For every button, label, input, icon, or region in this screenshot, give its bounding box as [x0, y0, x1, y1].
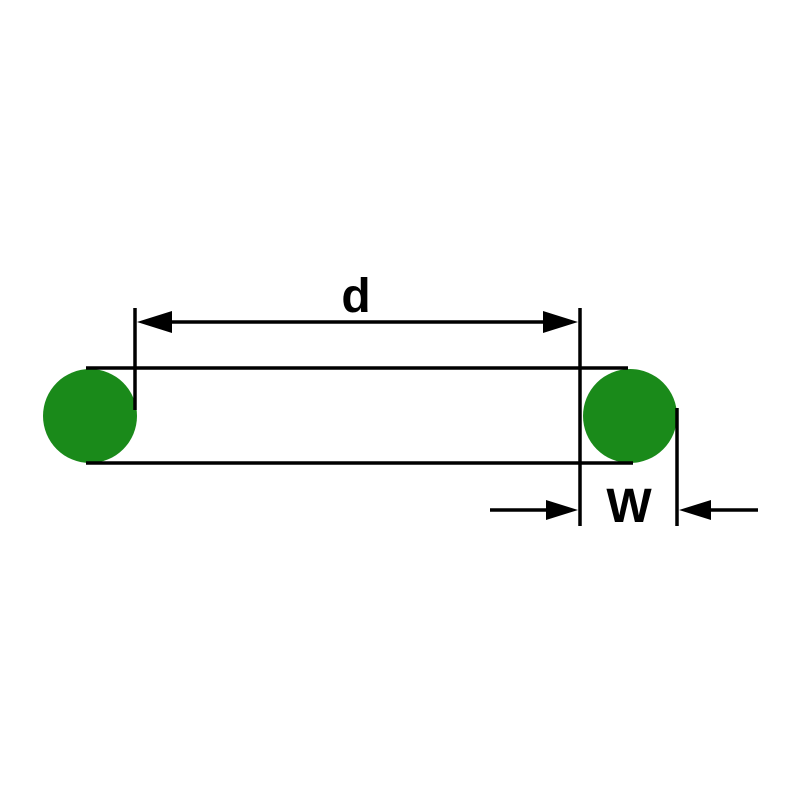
oring-cross-section-left	[43, 369, 137, 463]
d-dimension-label: d	[341, 270, 370, 323]
oring-cross-section-right	[583, 369, 677, 463]
diagram-lines	[86, 308, 758, 526]
d-arrowhead-left	[137, 311, 172, 333]
arrowheads-and-labels: d W	[137, 270, 711, 533]
d-arrowhead-right	[543, 311, 578, 333]
w-arrowhead-left	[546, 500, 578, 520]
w-arrowhead-right	[679, 500, 711, 520]
ring-cross-sections	[43, 369, 677, 463]
w-dimension-label: W	[606, 480, 652, 533]
